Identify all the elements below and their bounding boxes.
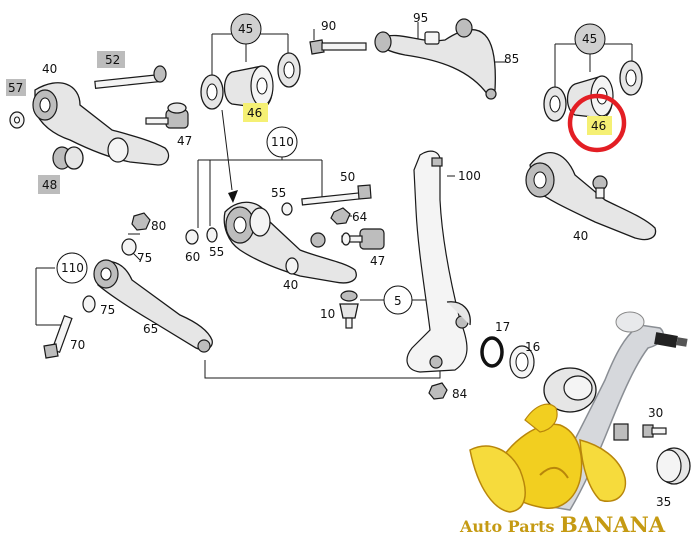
label-47-center: 47 [370, 254, 385, 268]
label-16: 16 [525, 340, 540, 354]
label-55-upper: 55 [271, 186, 286, 200]
control-arm-right [525, 152, 657, 241]
part-labels: 57 40 52 48 47 45 46 90 95 85 45 46 110 … [8, 11, 671, 509]
steering-knuckle [406, 150, 471, 373]
label-55-lower: 55 [209, 245, 224, 259]
label-35: 35 [656, 495, 671, 509]
label-57: 57 [8, 81, 23, 95]
label-110-upper: 110 [271, 135, 294, 149]
label-40-center: 40 [283, 278, 298, 292]
label-84: 84 [452, 387, 467, 401]
label-46-right: 46 [591, 119, 606, 133]
label-17: 17 [495, 320, 510, 334]
label-90: 90 [321, 19, 336, 33]
label-46-center: 46 [247, 106, 262, 120]
label-70: 70 [70, 338, 85, 352]
label-60: 60 [185, 250, 200, 264]
label-95: 95 [413, 11, 428, 25]
watermark-text: Auto Parts BANANA [459, 512, 666, 537]
label-64: 64 [352, 210, 367, 224]
tension-strut [43, 212, 213, 359]
label-45-right: 45 [582, 32, 597, 46]
ball-joint-10 [339, 290, 359, 329]
bushing-set-right [543, 60, 643, 122]
red-highlight-circle [567, 93, 627, 153]
label-75-upper: 75 [137, 251, 152, 265]
label-52: 52 [105, 53, 120, 67]
label-47-top: 47 [177, 134, 192, 148]
bushing-set-center [200, 52, 301, 110]
label-100: 100 [458, 169, 481, 183]
watermark-text-prefix: Auto Parts [459, 517, 560, 536]
label-75-lower: 75 [100, 303, 115, 317]
label-85: 85 [504, 52, 519, 66]
label-10: 10 [320, 307, 335, 321]
label-65: 65 [143, 322, 158, 336]
label-30: 30 [648, 406, 663, 420]
label-45-center: 45 [238, 22, 253, 36]
watermark-text-brand: BANANA [560, 512, 666, 537]
bolt-90 [309, 39, 367, 55]
label-110-lower: 110 [61, 261, 84, 275]
control-arm-center [185, 184, 385, 284]
hub-assembly [428, 336, 597, 413]
label-5: 5 [394, 294, 402, 308]
control-arm-top-left [9, 65, 189, 170]
upper-control-arm [374, 18, 497, 100]
label-40-top-left: 40 [42, 62, 57, 76]
label-40-right: 40 [573, 229, 588, 243]
label-80: 80 [151, 219, 166, 233]
label-highlights [6, 51, 612, 194]
label-48: 48 [42, 178, 57, 192]
watermark-banana-logo [469, 311, 688, 513]
callout-circles [56, 13, 606, 315]
bolt-30-cap-35 [613, 423, 691, 485]
label-50: 50 [340, 170, 355, 184]
